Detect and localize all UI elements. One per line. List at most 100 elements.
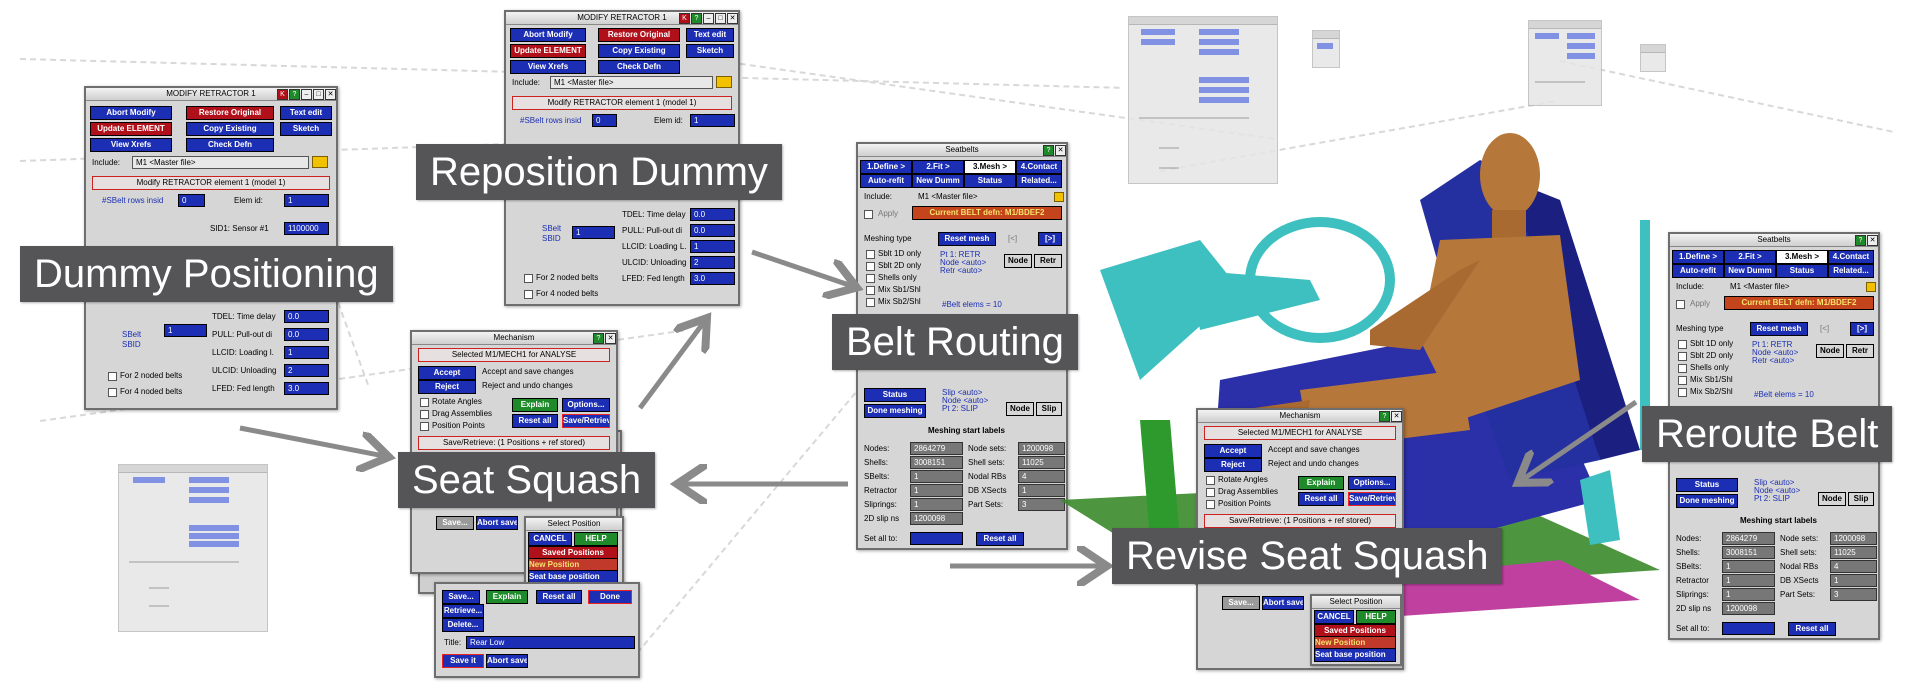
stat-field[interactable]: 1 xyxy=(1722,574,1775,587)
reset-all-button[interactable]: Reset all xyxy=(1298,492,1344,506)
option-radio[interactable] xyxy=(866,286,875,295)
slip-button[interactable]: Slip xyxy=(1848,492,1874,506)
stat-field[interactable]: 3 xyxy=(1018,498,1065,511)
auto-refit-button[interactable]: Auto-refit xyxy=(860,174,912,188)
options-button[interactable]: Options... xyxy=(562,398,610,412)
ulcid-field[interactable]: 2 xyxy=(690,256,735,269)
stat-field[interactable]: 1 xyxy=(910,470,963,483)
new-dummy-button[interactable]: New Dumm xyxy=(1724,264,1776,278)
text-edit-button[interactable]: Text edit xyxy=(686,28,734,42)
llcid-field[interactable]: 1 xyxy=(690,240,735,253)
help-icon[interactable]: ? xyxy=(1043,145,1054,156)
retr-button[interactable]: Retr xyxy=(1846,344,1874,358)
option-radio[interactable] xyxy=(1678,340,1687,349)
related-button[interactable]: Related... xyxy=(1828,264,1874,278)
close-icon[interactable]: ✕ xyxy=(727,13,738,24)
retr-button[interactable]: Retr xyxy=(1034,254,1062,268)
check-defn-button[interactable]: Check Defn xyxy=(186,138,274,152)
sbelt-rows-field[interactable]: 0 xyxy=(178,194,205,207)
select-position-popup[interactable]: Select Position CANCEL HELP Saved Positi… xyxy=(1310,594,1402,666)
slip-button[interactable]: Slip xyxy=(1036,402,1062,416)
accept-button[interactable]: Accept xyxy=(418,366,476,380)
reject-button[interactable]: Reject xyxy=(418,380,476,394)
sid1-field[interactable]: 1100000 xyxy=(284,222,329,235)
seat-base-position-item[interactable]: Seat base position xyxy=(1314,648,1396,662)
pull-field[interactable]: 0.0 xyxy=(284,328,329,341)
tab-fit[interactable]: 2.Fit > xyxy=(1724,250,1776,264)
help-icon[interactable]: ? xyxy=(1855,235,1866,246)
window-title-bar[interactable]: Seatbelts ? ✕ xyxy=(858,144,1066,157)
stat-field[interactable]: 11025 xyxy=(1830,546,1877,559)
stat-field[interactable]: 1 xyxy=(910,484,963,497)
cancel-button[interactable]: CANCEL xyxy=(1314,610,1354,624)
window-title-bar[interactable]: Seatbelts ? ✕ xyxy=(1670,234,1878,247)
close-icon[interactable]: ✕ xyxy=(605,333,616,344)
maximize-icon[interactable]: □ xyxy=(715,13,726,24)
close-icon[interactable]: ✕ xyxy=(325,89,336,100)
auto-refit-button[interactable]: Auto-refit xyxy=(1672,264,1724,278)
option-radio[interactable] xyxy=(866,250,875,259)
sketch-button[interactable]: Sketch xyxy=(686,44,734,58)
accept-button[interactable]: Accept xyxy=(1204,444,1262,458)
save-button[interactable]: Save... xyxy=(436,516,474,530)
stat-field[interactable]: 3008151 xyxy=(1722,546,1775,559)
llcid-field[interactable]: 1 xyxy=(284,346,329,359)
stat-field[interactable]: 4 xyxy=(1830,560,1877,573)
position-points-radio[interactable] xyxy=(420,422,429,431)
minimize-icon[interactable]: – xyxy=(301,89,312,100)
ulcid-field[interactable]: 2 xyxy=(284,364,329,377)
apply-checkbox[interactable] xyxy=(1676,300,1685,309)
save-retrieve-button[interactable]: Save/Retrieve xyxy=(562,414,610,428)
save-button[interactable]: Save... xyxy=(442,590,480,604)
apply-checkbox[interactable] xyxy=(864,210,873,219)
option-radio[interactable] xyxy=(866,298,875,307)
tab-define[interactable]: 1.Define > xyxy=(1672,250,1724,264)
stat-field[interactable]: 1 xyxy=(1722,560,1775,573)
tdel-field[interactable]: 0.0 xyxy=(284,310,329,323)
reset-all-button[interactable]: Reset all xyxy=(536,590,582,604)
include-field[interactable]: M1 <Master file> xyxy=(132,156,309,169)
options-button[interactable]: Options... xyxy=(1348,476,1396,490)
lfed-field[interactable]: 3.0 xyxy=(690,272,735,285)
tab-define[interactable]: 1.Define > xyxy=(860,160,912,174)
done-meshing-button[interactable]: Done meshing xyxy=(864,404,926,418)
close-icon[interactable]: ✕ xyxy=(1055,145,1066,156)
folder-icon[interactable] xyxy=(1054,192,1064,202)
option-radio[interactable] xyxy=(1678,376,1687,385)
sbelt-rows-field[interactable]: 0 xyxy=(592,114,617,127)
option-radio[interactable] xyxy=(866,262,875,271)
next-arrow-button[interactable]: [>] xyxy=(1038,232,1062,246)
related-button[interactable]: Related... xyxy=(1016,174,1062,188)
close-icon[interactable]: ✕ xyxy=(1391,411,1402,422)
tab-contact[interactable]: 4.Contact xyxy=(1016,160,1062,174)
node-button[interactable]: Node xyxy=(1006,402,1034,416)
folder-icon[interactable] xyxy=(716,76,732,88)
reset-mesh-button[interactable]: Reset mesh xyxy=(938,232,996,246)
window-title-bar[interactable]: Mechanism ? ✕ xyxy=(412,332,616,345)
status-button[interactable]: Status xyxy=(964,174,1016,188)
drag-assemblies-radio[interactable] xyxy=(1206,488,1215,497)
explain-button[interactable]: Explain xyxy=(486,590,528,604)
tab-fit[interactable]: 2.Fit > xyxy=(912,160,964,174)
sbid-field[interactable]: 1 xyxy=(164,324,207,337)
abort-modify-button[interactable]: Abort Modify xyxy=(90,106,172,120)
rotate-angles-radio[interactable] xyxy=(420,398,429,407)
option-radio[interactable] xyxy=(1678,388,1687,397)
done-button[interactable]: Done xyxy=(588,590,632,604)
stat-field[interactable]: 2864279 xyxy=(1722,532,1775,545)
copy-existing-button[interactable]: Copy Existing xyxy=(186,122,274,136)
window-title-bar[interactable]: MODIFY RETRACTOR 1 K ? – □ ✕ xyxy=(506,12,738,25)
node-button[interactable]: Node xyxy=(1818,492,1846,506)
status-button[interactable]: Status xyxy=(1676,478,1738,492)
window-title-bar[interactable]: Mechanism ? ✕ xyxy=(1198,410,1402,423)
save-retrieve-button[interactable]: Save/Retrieve xyxy=(1348,492,1396,506)
stat-field[interactable]: 1 xyxy=(1722,588,1775,601)
title-field[interactable]: Rear Low xyxy=(466,636,635,649)
include-field[interactable]: M1 <Master file> xyxy=(550,76,713,89)
stat-field[interactable]: 1200098 xyxy=(1722,602,1775,615)
help-button[interactable]: HELP xyxy=(574,532,618,546)
status-button[interactable]: Status xyxy=(1776,264,1828,278)
stat-field[interactable]: 11025 xyxy=(1018,456,1065,469)
tab-mesh[interactable]: 3.Mesh > xyxy=(964,160,1016,174)
reset-mesh-button[interactable]: Reset mesh xyxy=(1750,322,1808,336)
